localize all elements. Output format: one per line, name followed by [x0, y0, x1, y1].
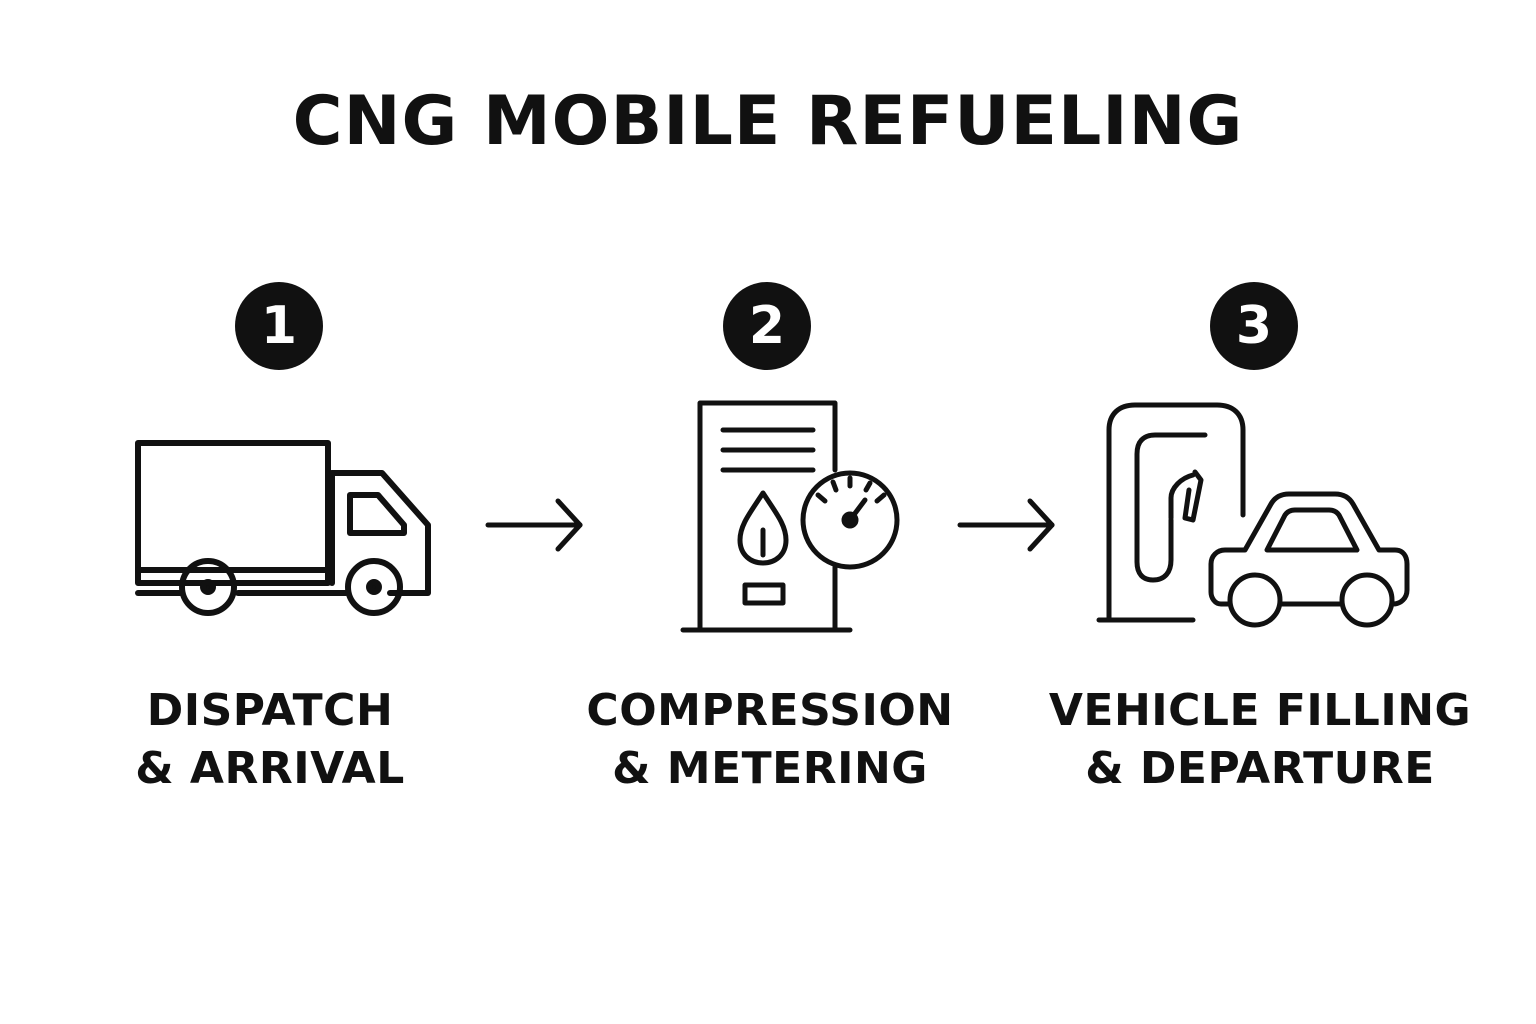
step-label-1-line2: & ARRIVAL — [135, 743, 405, 794]
step-label-2-line2: & METERING — [612, 743, 928, 794]
step-label-2-line1: COMPRESSION — [586, 685, 954, 736]
delivery-truck-icon — [135, 440, 431, 616]
step-label-3: VEHICLE FILLING & DEPARTURE — [1045, 682, 1475, 798]
fuel-pump-car-icon — [1096, 402, 1410, 628]
step-number-badge-3: 3 — [1210, 282, 1298, 370]
step-label-3-line2: & DEPARTURE — [1085, 743, 1435, 794]
step-label-2: COMPRESSION & METERING — [560, 682, 980, 798]
step-number-badge-2: 2 — [723, 282, 811, 370]
step-label-1-line1: DISPATCH — [146, 685, 394, 736]
right-arrow-icon — [957, 498, 1055, 552]
step-label-3-line1: VEHICLE FILLING — [1048, 685, 1472, 736]
right-arrow-icon — [485, 498, 583, 552]
step-number-badge-1: 1 — [235, 282, 323, 370]
compressor-meter-icon — [680, 400, 900, 633]
page-title: CNG MOBILE REFUELING — [292, 82, 1244, 161]
step-label-1: DISPATCH & ARRIVAL — [120, 682, 420, 798]
